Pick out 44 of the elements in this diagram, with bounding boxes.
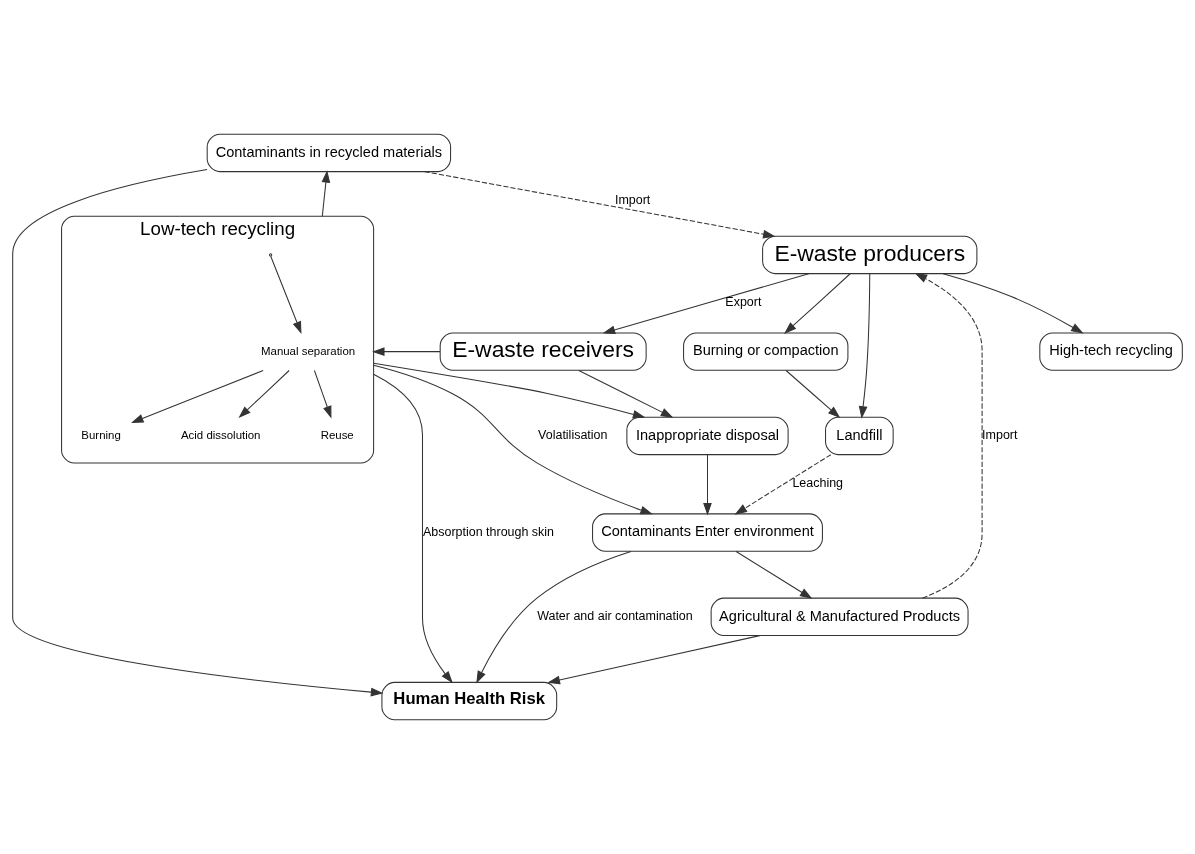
arrow: [578, 370, 674, 418]
arrow: [424, 171, 776, 239]
node-box: Landfill: [825, 416, 894, 456]
arrow: [785, 370, 841, 419]
arrow: [321, 170, 331, 217]
node-box: Contaminants Enter environment: [592, 513, 823, 552]
node-box: E-waste receivers: [439, 332, 647, 371]
arrow: [373, 362, 646, 419]
node-box: Human Health Risk: [381, 681, 558, 721]
edge-label: Water and air contamination: [537, 609, 693, 624]
edge-label: Export: [725, 295, 762, 310]
arrow: [784, 273, 851, 334]
edge-label: Import: [614, 193, 651, 208]
node-text: Manual separation: [261, 344, 356, 357]
arrow: [602, 273, 810, 335]
arrow: [735, 550, 813, 599]
arrow: [942, 273, 1084, 334]
edge-label: Volatilisation: [538, 428, 608, 443]
edge-label: Import: [982, 428, 1018, 443]
arrow: [734, 454, 832, 515]
arrow: [547, 635, 761, 685]
edge-label: Absorption through skin: [423, 524, 555, 539]
node-box: Contaminants in recycled materials: [206, 133, 452, 173]
node-box: High-tech recycling: [1039, 332, 1183, 371]
arrow: [12, 169, 384, 697]
arrow: [238, 370, 290, 419]
arrow: [131, 370, 264, 423]
node-text: Acid dissolution: [180, 428, 261, 441]
node-box: Inappropriate disposal: [626, 416, 789, 456]
arrow: [703, 454, 712, 516]
node-box: Burning or compaction: [683, 332, 849, 371]
arrow: [858, 273, 871, 419]
node-text: Burning: [81, 428, 121, 441]
arrow: [313, 370, 332, 419]
node-text: Reuse: [320, 428, 354, 441]
arrow: [914, 272, 983, 599]
arrow: [373, 373, 453, 684]
arrow: [270, 255, 302, 334]
arrow: [476, 550, 632, 684]
edge-label: Leaching: [792, 476, 844, 491]
node-box: Agricultural & Manufactured Products: [710, 597, 969, 637]
arrow: [372, 347, 441, 356]
node-box: E-waste producers: [762, 235, 978, 275]
arrow: [373, 364, 653, 515]
